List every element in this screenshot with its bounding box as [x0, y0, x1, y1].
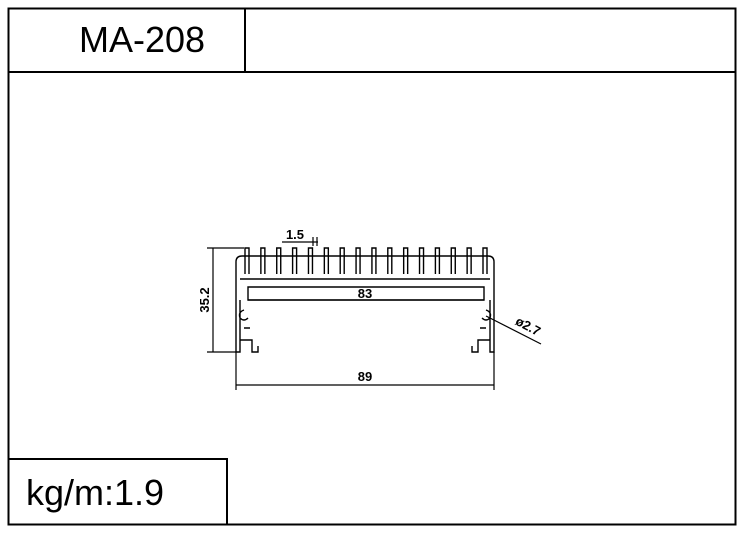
height-dim-label: 35.2 — [197, 287, 212, 312]
heatsink-fin — [355, 247, 361, 274]
heatsink-fin — [276, 247, 282, 274]
heatsink-fin — [466, 247, 472, 274]
fin-thickness-label: 1.5 — [286, 227, 304, 242]
heatsink-fin — [450, 247, 456, 274]
heatsink-fin — [244, 247, 250, 274]
heatsink-fin — [482, 247, 488, 274]
heatsink-fin — [434, 247, 441, 274]
overall-width-label: 89 — [358, 369, 372, 384]
heatsink-fin — [291, 247, 298, 274]
model-number: MA-208 — [79, 19, 205, 60]
fin-group — [244, 247, 488, 274]
heatsink-fin — [323, 247, 330, 274]
heatsink-fin — [339, 247, 345, 274]
inner-width-label: 83 — [358, 286, 372, 301]
dimension-lines — [207, 237, 542, 390]
heatsink-fin — [307, 247, 314, 274]
heatsink-fin — [371, 247, 377, 274]
left-side-wall — [235, 273, 259, 353]
weight-box — [8, 458, 228, 525]
heatsink-fin — [260, 247, 266, 274]
right-side-wall — [471, 273, 495, 353]
weight-label: kg/m:1.9 — [26, 472, 164, 513]
heatsink-fin — [387, 247, 393, 274]
base-plate — [235, 255, 495, 273]
heatsink-fin — [418, 247, 425, 274]
heatsink-fin — [402, 247, 409, 274]
profile-drawing — [235, 247, 495, 353]
outer-frame — [7, 7, 737, 526]
hole-diameter-label: ø2.7 — [513, 313, 543, 338]
hole-leader — [485, 315, 542, 345]
